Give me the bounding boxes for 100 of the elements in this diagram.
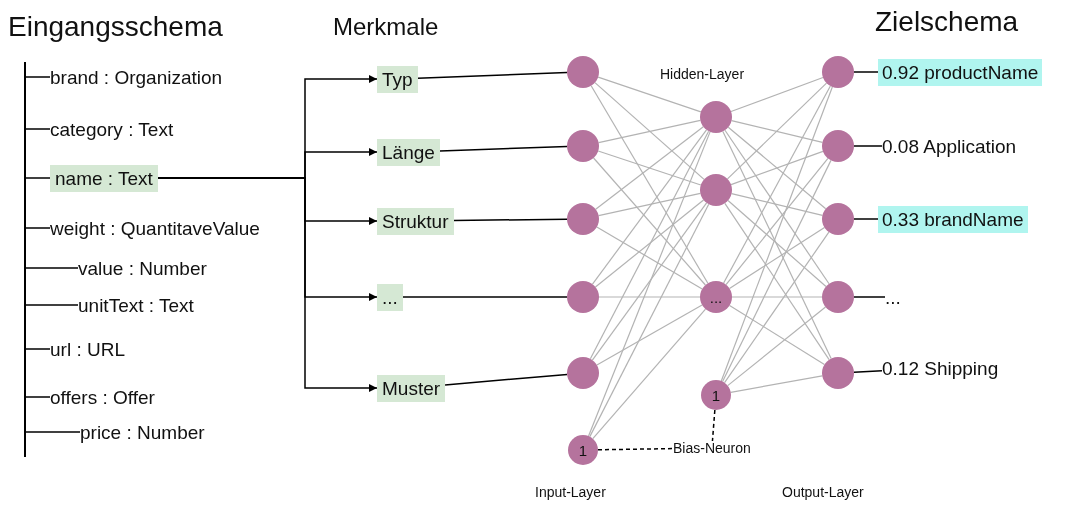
connector (590, 85, 709, 284)
neuron-circle (822, 357, 854, 389)
connector (25, 267, 79, 269)
connector (730, 120, 824, 143)
connector (723, 85, 831, 284)
connector (587, 131, 711, 437)
connector (597, 76, 702, 113)
connector (591, 202, 708, 361)
connector (722, 159, 832, 383)
schema-property: category : Text (50, 119, 174, 139)
layer-label: Input-Layer (535, 484, 606, 500)
neuron-circle (567, 203, 599, 235)
connector (730, 150, 824, 186)
connector (727, 199, 827, 288)
dashed-connector (597, 447, 674, 451)
connector (598, 192, 701, 217)
tree-spine (24, 62, 26, 457)
connector (853, 370, 883, 373)
column-title: Eingangsschema (8, 11, 223, 43)
column-title: Zielschema (875, 6, 1019, 38)
connector (720, 86, 833, 382)
neuron-circle (700, 174, 732, 206)
schema-property: value : Number (78, 258, 207, 278)
connector (25, 76, 51, 78)
connector (402, 296, 568, 298)
connector (25, 128, 51, 130)
connector (853, 145, 883, 147)
connector (592, 308, 707, 440)
connector (25, 431, 81, 433)
neuron-circle (567, 357, 599, 389)
connector (598, 296, 701, 298)
connector (727, 126, 827, 210)
connector (25, 227, 51, 229)
column-title: Merkmale (333, 13, 439, 41)
neuron-circle (822, 130, 854, 162)
neuron-circle (567, 281, 599, 313)
node-label: 0.12 Shipping (882, 358, 999, 378)
node-label: 0.08 Application (882, 136, 1017, 156)
connector (591, 129, 708, 285)
neuron-circle (567, 130, 599, 162)
connector (722, 130, 832, 360)
connector (730, 76, 824, 113)
neuron-circle: 1 (568, 435, 598, 465)
connector (596, 226, 703, 290)
neuron-circle (700, 101, 732, 133)
connector (25, 348, 51, 350)
neuron-circle: 1 (701, 380, 731, 410)
connector (589, 203, 710, 438)
connector (439, 145, 568, 152)
connector (725, 157, 829, 286)
connector (853, 296, 886, 298)
dashed-connector (711, 409, 716, 442)
connector (589, 130, 710, 360)
node-label: ... (885, 287, 901, 307)
layer-label: Hidden-Layer (660, 66, 745, 82)
connector (444, 373, 568, 386)
connector (593, 157, 706, 286)
connector (724, 129, 830, 285)
neuron-circle (822, 203, 854, 235)
schema-property: brand : Organization (50, 67, 223, 87)
connector (594, 82, 705, 180)
highlighted-label: ... (377, 283, 403, 311)
layer-label: Output-Layer (782, 484, 864, 500)
highlighted-label: 0.33 brandName (878, 205, 1028, 233)
node-label: Bias-Neuron (673, 441, 751, 455)
connector (595, 126, 704, 210)
connector (729, 304, 825, 366)
connector (728, 227, 826, 289)
highlighted-label: 0.92 productName (878, 58, 1043, 86)
schema-property: weight : QuantitaveValue (50, 218, 260, 238)
highlighted-label: Typ (377, 65, 418, 93)
highlighted-label: Struktur (377, 207, 454, 235)
connector (25, 177, 51, 179)
connector (723, 231, 830, 384)
connector (596, 304, 703, 366)
connector (730, 193, 824, 216)
schema-property: unitText : Text (78, 295, 194, 315)
connector (727, 306, 827, 387)
schema-property: offers : Offer (50, 387, 155, 407)
connector (731, 296, 823, 298)
connector (25, 304, 79, 306)
connector (726, 82, 828, 180)
connector (597, 150, 702, 186)
connector (25, 396, 51, 398)
schema-property: price : Number (80, 422, 205, 442)
connector (724, 202, 830, 361)
connector (853, 218, 879, 220)
connector (452, 218, 568, 222)
neuron-circle (822, 281, 854, 313)
connector (598, 119, 701, 144)
connector (853, 71, 879, 73)
highlighted-label: Muster (377, 374, 446, 402)
highlighted-label: Länge (377, 138, 440, 166)
connector (730, 375, 823, 393)
highlighted-label: name : Text (50, 164, 158, 192)
neuron-circle (822, 56, 854, 88)
neuron-circle (567, 56, 599, 88)
schema-property: url : URL (50, 339, 125, 359)
connector (594, 199, 705, 288)
connector (416, 71, 568, 79)
